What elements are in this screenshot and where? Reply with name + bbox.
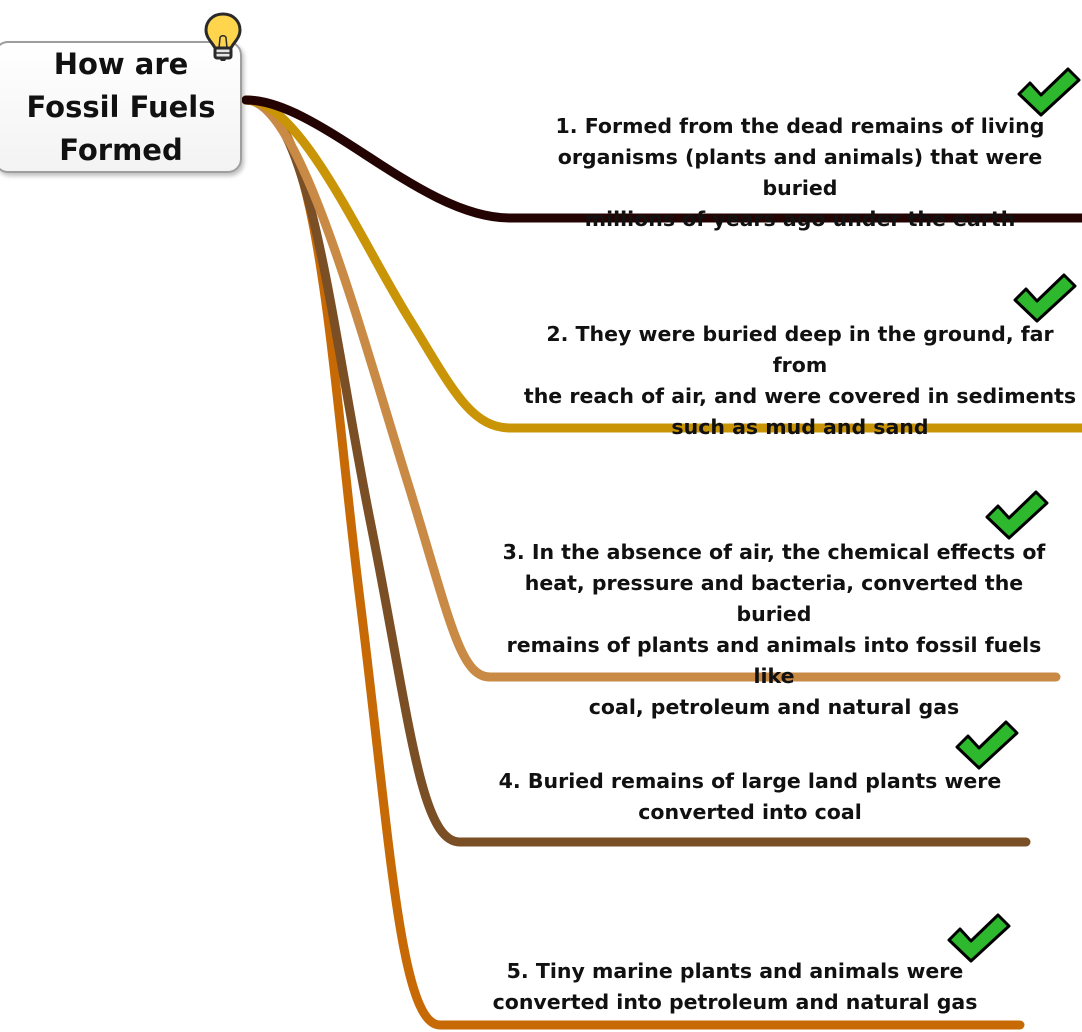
topic-4-text[interactable]: 4. Buried remains of large land plants w… xyxy=(498,769,1002,824)
topic-1-text[interactable]: 1. Formed from the dead remains of livin… xyxy=(555,114,1045,231)
topic-3-text[interactable]: 3. In the absence of air, the chemical e… xyxy=(502,540,1046,719)
check-icon xyxy=(985,490,1049,540)
topic-5-text[interactable]: 5. Tiny marine plants and animals were c… xyxy=(492,959,978,1014)
lightbulb-icon xyxy=(204,12,242,61)
branch-line-2 xyxy=(241,95,1082,433)
branch-line-1 xyxy=(241,95,1082,223)
check-icon xyxy=(1013,273,1077,323)
central-topic[interactable]: How are Fossil Fuels Formed xyxy=(0,41,242,173)
check-icon xyxy=(1017,67,1081,117)
topic-2-text[interactable]: 2. They were buried deep in the ground, … xyxy=(523,322,1077,439)
check-icon xyxy=(955,720,1019,770)
central-topic-title: How are Fossil Fuels Formed xyxy=(26,46,216,167)
branch-line-3 xyxy=(241,95,1061,682)
check-icon xyxy=(947,913,1011,963)
